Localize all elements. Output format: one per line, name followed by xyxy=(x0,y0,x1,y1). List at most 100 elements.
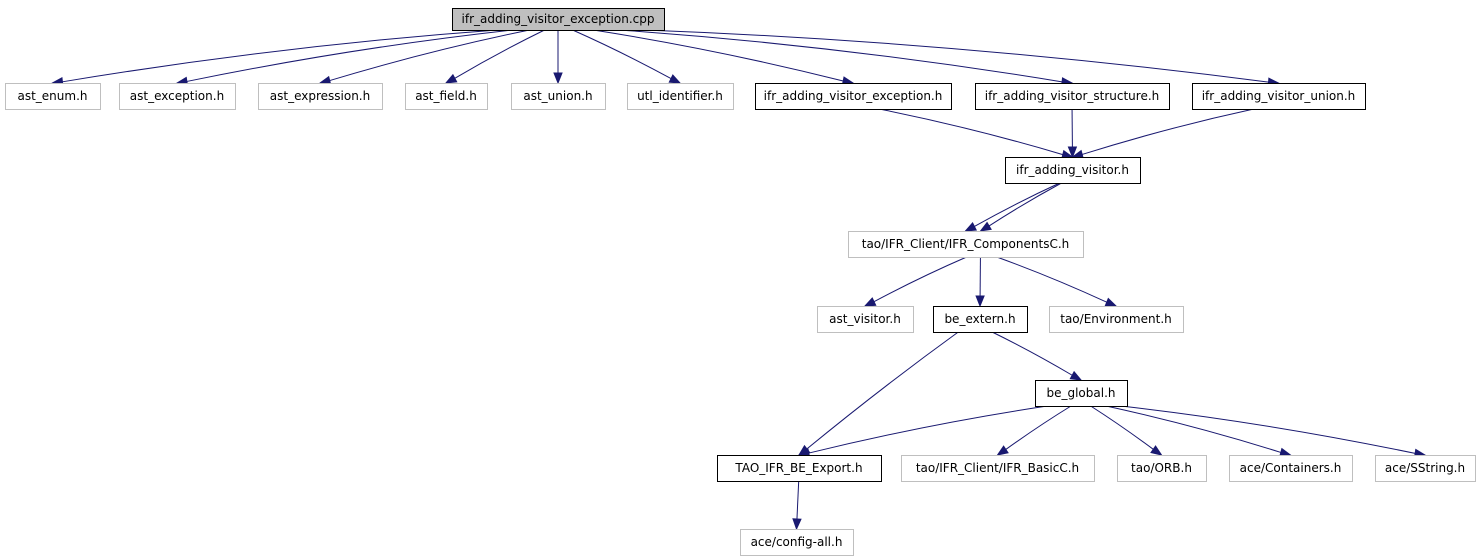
node-label: ifr_adding_visitor_exception.cpp xyxy=(462,12,655,26)
edge-line xyxy=(186,29,513,82)
node-label: ifr_adding_visitor_structure.h xyxy=(985,89,1160,103)
edge-line xyxy=(454,29,545,79)
node-label: ast_visitor.h xyxy=(829,312,901,326)
node-box xyxy=(933,306,1028,333)
node-ifr-adding-visitor[interactable]: ifr_adding_visitor.h xyxy=(1005,157,1141,184)
arrowhead-icon xyxy=(964,222,978,232)
node-label: ast_exception.h xyxy=(130,89,224,103)
edge-root-to-utl_identifier xyxy=(572,29,682,84)
arrowhead-icon xyxy=(996,445,1009,456)
node-ace-sstring: ace/SString.h xyxy=(1375,455,1476,482)
edge-ifr_visitor-to-ast_visitor xyxy=(863,256,967,307)
edge-line xyxy=(991,331,1073,376)
edge-line xyxy=(1005,405,1072,450)
edge-line xyxy=(644,29,1269,83)
arrowhead-icon xyxy=(863,297,877,307)
arrowhead-icon xyxy=(975,295,985,308)
node-label: ast_field.h xyxy=(415,89,477,103)
node-utl-identifier: utl_identifier.h xyxy=(627,83,734,110)
arrowhead-icon xyxy=(1104,297,1118,307)
node-tao-ifr-be-export[interactable]: TAO_IFR_BE_Export.h xyxy=(717,455,882,482)
node-iav-union[interactable]: ifr_adding_visitor_union.h xyxy=(1192,83,1366,110)
node-box xyxy=(755,83,952,110)
node-label: ast_enum.h xyxy=(17,89,87,103)
arrowhead-icon xyxy=(979,221,992,232)
node-be-extern[interactable]: be_extern.h xyxy=(933,306,1028,333)
node-label: ace/SString.h xyxy=(1385,461,1465,475)
node-ast-field: ast_field.h xyxy=(405,83,488,110)
node-box xyxy=(740,529,854,556)
node-label: ifr_adding_visitor.h xyxy=(1016,163,1129,177)
edge-be_extern-to-be_global xyxy=(991,331,1083,381)
edge-line xyxy=(1106,405,1281,453)
arrowhead-icon xyxy=(1069,370,1083,381)
node-label: be_extern.h xyxy=(944,312,1015,326)
node-box xyxy=(452,8,665,31)
nodes-layer: ifr_adding_visitor_exception.cpp ast_enum… xyxy=(5,8,1476,556)
node-box xyxy=(717,455,882,482)
node-label: TAO_IFR_BE_Export.h xyxy=(734,461,862,475)
node-label: ast_union.h xyxy=(523,89,592,103)
edge-line xyxy=(806,331,959,450)
edge-root-to-ast_enum xyxy=(51,29,498,87)
node-ifr-components: tao/IFR_Client/IFR_ComponentsC.h xyxy=(848,231,1084,258)
node-box xyxy=(1049,306,1184,333)
node-iav-exception[interactable]: ifr_adding_visitor_exception.h xyxy=(755,83,952,110)
node-box xyxy=(627,83,734,110)
node-ifr-basic: tao/IFR_Client/IFR_BasicC.h xyxy=(901,455,1095,482)
node-ast-union: ast_union.h xyxy=(511,83,606,110)
node-ast-exception: ast_exception.h xyxy=(119,83,236,110)
node-label: tao/IFR_Client/IFR_ComponentsC.h xyxy=(862,237,1070,251)
node-box xyxy=(1192,83,1366,110)
arrowhead-icon xyxy=(444,73,458,84)
node-box xyxy=(1375,455,1476,482)
edge-line xyxy=(593,29,844,82)
edge-line xyxy=(974,182,1060,227)
node-label: utl_identifier.h xyxy=(637,89,723,103)
node-box xyxy=(258,83,383,110)
node-label: ifr_adding_visitor_union.h xyxy=(1202,89,1356,103)
node-tao-orb: tao/ORB.h xyxy=(1117,455,1207,482)
edge-line xyxy=(62,29,498,83)
edge-tao_ifr_be_export-to-ace_config_all xyxy=(792,480,802,531)
edge-iav_structure-to-ifr_adding_visitor xyxy=(1067,108,1078,159)
node-ast-visitor: ast_visitor.h xyxy=(817,306,914,333)
edge-line xyxy=(619,29,1063,83)
node-box xyxy=(848,231,1084,258)
edge-be_global-to-ifr_basic xyxy=(996,405,1072,456)
edge-iav_union-to-ifr_adding_visitor xyxy=(1071,108,1254,159)
arrowhead-icon xyxy=(792,518,802,531)
edge-line xyxy=(1082,108,1254,155)
edge-line xyxy=(572,29,672,80)
node-box xyxy=(119,83,236,110)
node-ast-enum: ast_enum.h xyxy=(5,83,101,110)
node-box xyxy=(405,83,488,110)
edge-ifr_visitor-to-be_extern xyxy=(975,256,985,308)
edge-line xyxy=(1090,405,1154,450)
node-label: ast_expression.h xyxy=(270,89,370,103)
edge-root-to-ast_expression xyxy=(318,29,530,86)
node-ace-containers: ace/Containers.h xyxy=(1229,455,1353,482)
node-box xyxy=(5,83,101,110)
edge-root-to-ast_union xyxy=(553,30,563,85)
node-box xyxy=(975,83,1170,110)
edge-line xyxy=(879,108,1063,156)
node-label: tao/IFR_Client/IFR_BasicC.h xyxy=(916,461,1079,475)
arrowhead-icon xyxy=(668,74,682,84)
node-label: tao/Environment.h xyxy=(1060,312,1172,326)
node-box xyxy=(1117,455,1207,482)
node-iav-structure[interactable]: ifr_adding_visitor_structure.h xyxy=(975,83,1170,110)
edge-root-to-iav_structure xyxy=(619,29,1074,87)
edge-be_global-to-tao_ifr_be_export xyxy=(797,405,1048,458)
arrowhead-icon xyxy=(553,72,563,85)
node-box xyxy=(1035,380,1128,407)
node-root[interactable]: ifr_adding_visitor_exception.cpp xyxy=(452,8,665,31)
edge-line xyxy=(808,405,1048,454)
arrowhead-icon xyxy=(1150,445,1163,456)
edge-iav_exception-to-ifr_adding_visitor xyxy=(879,108,1074,160)
node-label: be_global.h xyxy=(1046,386,1115,400)
node-be-global[interactable]: be_global.h xyxy=(1035,380,1128,407)
node-label: ifr_adding_visitor_exception.h xyxy=(764,89,943,103)
node-box xyxy=(511,83,606,110)
